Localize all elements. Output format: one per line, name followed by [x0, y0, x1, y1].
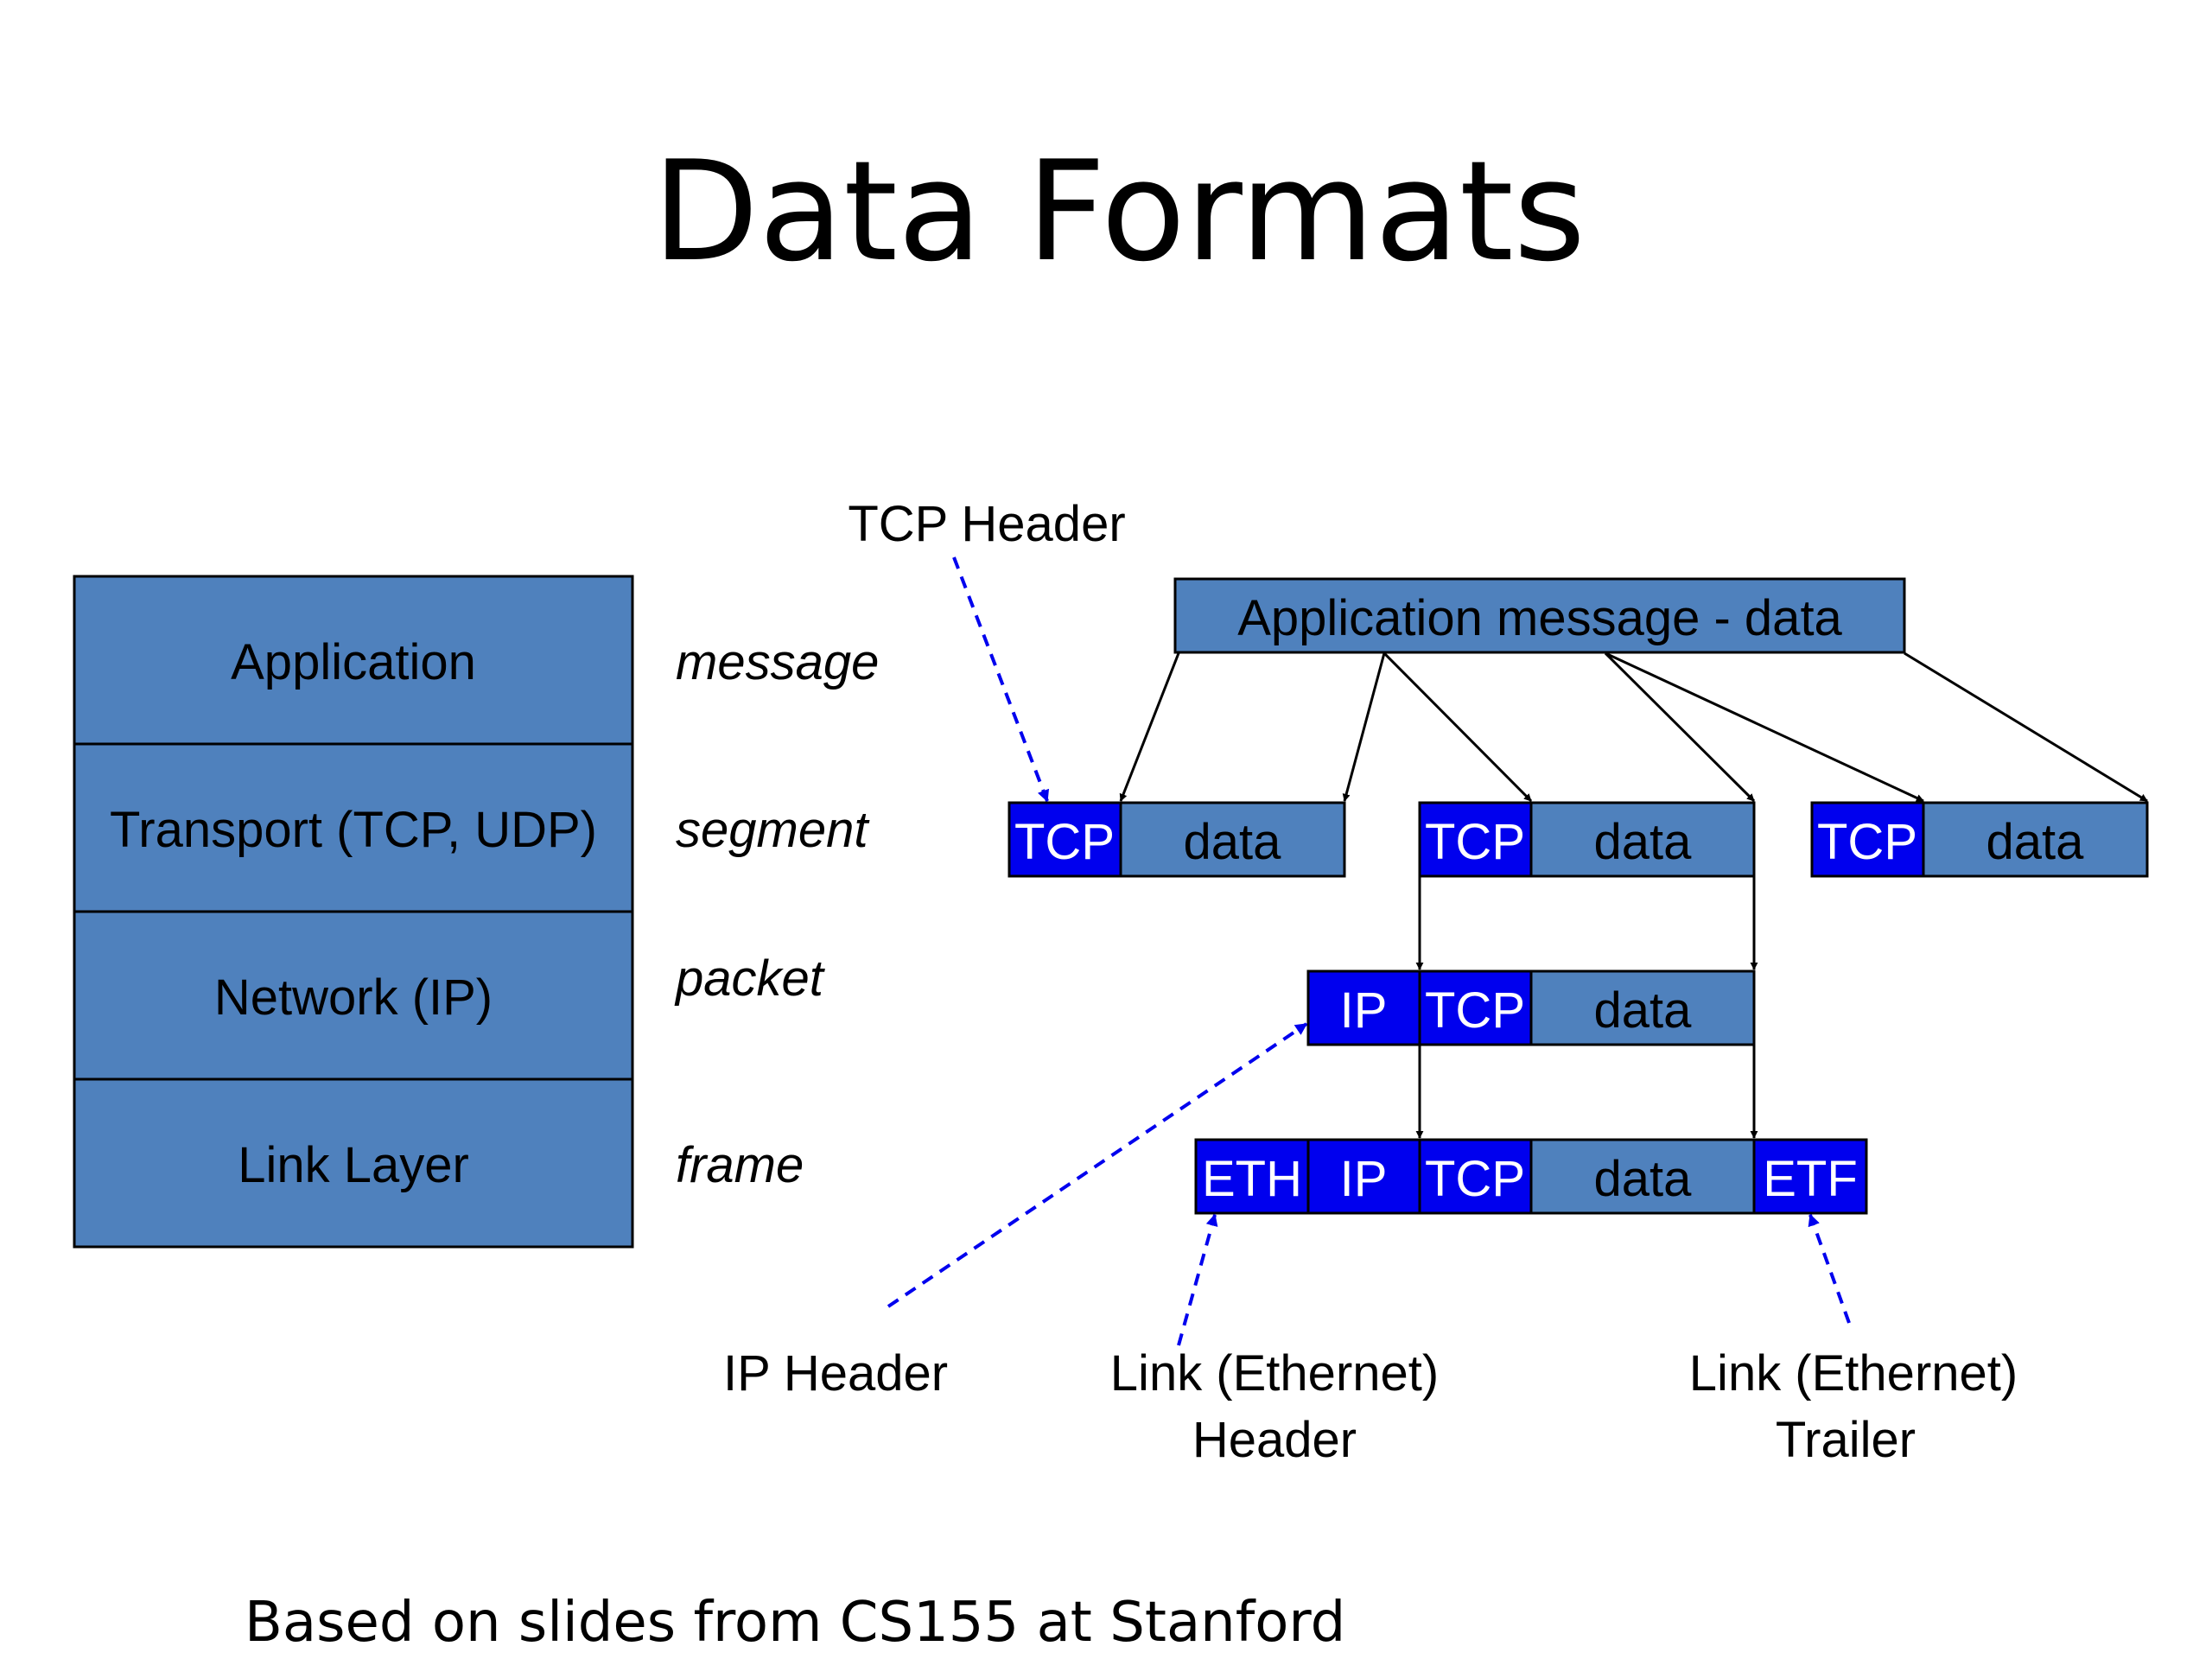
segment-2-data-block: [1529, 801, 1756, 878]
packet-data-label: data: [1594, 982, 1693, 1039]
frame-etf-label: ETF: [1763, 1151, 1858, 1207]
packet: IP TCP data: [1306, 969, 1756, 1046]
layer-application: [73, 575, 634, 746]
page-title: Data Formats: [652, 130, 1586, 292]
segment-3-tcp-label: TCP: [1817, 814, 1917, 870]
frame-ip-label: IP: [1340, 1151, 1388, 1207]
arrow-message-to-segment-3-start: [1605, 652, 1924, 803]
frame-data-label: data: [1594, 1151, 1693, 1207]
packet-data-block: [1529, 969, 1756, 1046]
tcp-header-label: TCP Header: [848, 496, 1125, 552]
layer-label-link: Link Layer: [238, 1137, 469, 1193]
application-message-label: Application message - data: [1237, 590, 1842, 646]
frame-data-block: [1529, 1138, 1756, 1215]
segment-3-data-block: [1922, 801, 2149, 878]
frame-tcp-label: TCP: [1425, 1151, 1525, 1207]
arrow-message-to-segment-2-start: [1382, 652, 1533, 803]
arrow-message-to-segment-1-start: [1119, 652, 1180, 802]
footer-credit: Based on slides from CS155 at Stanford: [245, 1591, 1345, 1655]
layer-network: [73, 910, 634, 1081]
segment-2-data-label: data: [1594, 814, 1693, 870]
segment-2-tcp-block: [1418, 801, 1533, 878]
layer-label-network: Network (IP): [214, 969, 493, 1026]
packet-ip-label: IP: [1340, 982, 1388, 1039]
frame-tcp-block: [1418, 1138, 1533, 1215]
segment-1-data-label: data: [1184, 814, 1282, 870]
tcp-header-annotation-arrow: [952, 556, 1050, 803]
pdu-packet: packet: [674, 950, 826, 1007]
frame: ETH IP TCP data ETF: [1194, 1138, 1868, 1215]
arrow-message-to-segment-2-end: [1604, 652, 1756, 803]
packet-tcp-label: TCP: [1425, 982, 1525, 1039]
pdu-frame: frame: [676, 1137, 804, 1193]
annotation-labels: TCP Header IP Header Link (Ethernet) Hea…: [723, 496, 2018, 1468]
link-header-label-line-1: Link (Ethernet): [1110, 1345, 1439, 1402]
segments: TCP data TCP data TCP data: [1007, 801, 2149, 878]
packet-ip-block: [1306, 969, 1421, 1046]
segment-1-tcp-label: TCP: [1014, 814, 1115, 870]
segment-1-data-block: [1119, 801, 1346, 878]
connector-arrows: [1119, 652, 2148, 1139]
pdu-message: message: [676, 634, 879, 690]
annotation-arrows: [887, 556, 1851, 1346]
segment-1: TCP data: [1007, 801, 1346, 878]
layer-transport: [73, 742, 634, 913]
application-message-block: [1173, 577, 1906, 654]
layer-label-transport: Transport (TCP, UDP): [110, 802, 597, 858]
pdu-segment: segment: [676, 802, 870, 858]
frame-eth-label: ETH: [1202, 1151, 1302, 1207]
application-message: Application message - data: [1173, 577, 1906, 654]
link-trailer-annotation-arrow: [1808, 1213, 1851, 1324]
link-header-label-line-2: Header: [1192, 1412, 1357, 1468]
segment-1-tcp-block: [1007, 801, 1122, 878]
layer-link: [73, 1077, 634, 1249]
layer-stack: Application Transport (TCP, UDP) Network…: [73, 575, 634, 1249]
arrow-message-to-segment-1-end: [1342, 652, 1386, 802]
segment-3-tcp-block: [1810, 801, 1925, 878]
packet-tcp-block: [1418, 969, 1533, 1046]
ip-header-label: IP Header: [723, 1345, 948, 1402]
frame-etf-block: [1752, 1138, 1868, 1215]
pdu-names: message segment packet frame: [674, 634, 879, 1193]
segment-3-data-label: data: [1986, 814, 2085, 870]
segment-3: TCP data: [1810, 801, 2149, 878]
link-trailer-label-line-2: Trailer: [1776, 1412, 1916, 1468]
link-header-annotation-arrow: [1177, 1213, 1218, 1346]
ip-header-annotation-arrow: [887, 1022, 1308, 1308]
arrow-message-to-segment-3-end: [1904, 652, 2148, 803]
segment-2: TCP data: [1418, 801, 1756, 878]
link-trailer-label-line-1: Link (Ethernet): [1689, 1345, 2018, 1402]
segment-2-tcp-label: TCP: [1425, 814, 1525, 870]
layer-label-application: Application: [231, 634, 476, 690]
frame-ip-block: [1306, 1138, 1421, 1215]
